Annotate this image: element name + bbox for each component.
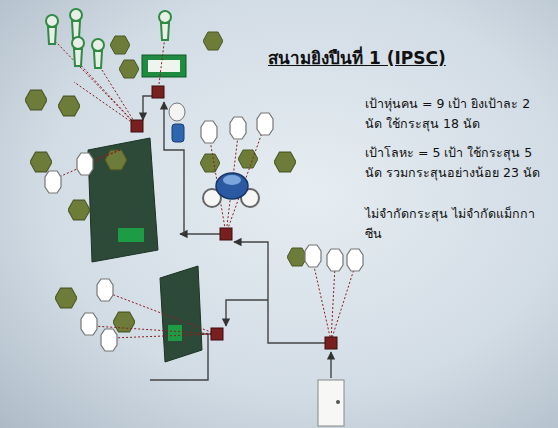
target-drum-top [223, 175, 241, 185]
fire-line [331, 266, 355, 341]
hex-obstacle [200, 154, 220, 172]
popper-target [70, 9, 82, 38]
popper-target [46, 15, 58, 44]
shooting-box [211, 328, 223, 340]
hex-obstacle [110, 36, 130, 54]
wall-mark [168, 325, 182, 341]
target-drum [216, 173, 248, 199]
paper-target [81, 313, 97, 335]
hex-obstacle [25, 90, 47, 110]
paper-target [101, 329, 117, 351]
fire-line [74, 82, 137, 126]
note-text: เป้าหุ่นคน = 9 เป้า ยิงเป้าละ 2 นัด ใช้ก… [365, 94, 547, 134]
wall-panel [160, 266, 202, 362]
hex-obstacle [105, 150, 127, 170]
top-box-inner [148, 60, 180, 72]
door-handle [336, 400, 340, 404]
paper-target [327, 249, 343, 271]
popper-target [159, 11, 171, 40]
fire-line [313, 262, 331, 341]
paper-target [230, 117, 246, 139]
hex-obstacle [287, 248, 307, 266]
fire-line [54, 40, 137, 126]
barrel [172, 124, 184, 142]
paper-target [77, 153, 93, 175]
fire-line [331, 266, 335, 341]
walk-line [164, 102, 184, 234]
fire-lines [52, 36, 355, 341]
hex-obstacle [203, 32, 223, 50]
wall-panel [88, 138, 158, 262]
walk-line [330, 352, 331, 378]
paper-target [257, 113, 273, 135]
fire-line [158, 36, 165, 92]
popper-target [72, 37, 84, 66]
fire-line [76, 60, 137, 126]
metal-targets [46, 9, 171, 68]
obstacles [25, 32, 307, 332]
paper-target [201, 121, 217, 143]
shooting-box [131, 120, 143, 132]
walk-line [226, 300, 268, 326]
shooting-box [325, 337, 337, 349]
walk-line [143, 96, 152, 120]
moving-target [203, 173, 259, 207]
paper-target [45, 171, 61, 193]
wall-mark [118, 228, 144, 242]
paper-target [97, 279, 113, 301]
note-text: เป้าโลหะ = 5 เป้า ใช้กระสุน 5 นัด รวมกระ… [365, 143, 547, 183]
barrel [169, 103, 185, 121]
hex-obstacle [30, 152, 52, 172]
paper-targets [45, 113, 363, 351]
shooting-box [220, 228, 232, 240]
walkway [143, 96, 331, 380]
hex-obstacle [55, 288, 77, 308]
walk-line [180, 233, 220, 234]
paper-target [305, 245, 321, 267]
top-box [142, 55, 186, 77]
slide-title: สนามยิงปืนที่ 1 (IPSC) [268, 44, 446, 71]
hex-obstacle [68, 200, 90, 220]
fire-line [112, 334, 216, 338]
shooting-boxes [131, 86, 337, 349]
shooting-box [152, 86, 164, 98]
hex-obstacle [119, 60, 139, 78]
walk-line [234, 242, 325, 343]
fire-line [52, 150, 120, 180]
hex-obstacle [58, 96, 80, 116]
start-door [318, 380, 344, 426]
hex-obstacle [238, 150, 258, 168]
fire-line [97, 62, 137, 126]
hex-obstacle [274, 152, 296, 172]
popper-target [92, 39, 104, 68]
note-text: ไม่จำกัดกระสุน ไม่จำกัดแม็กกาซีน [365, 204, 547, 244]
paper-target [347, 249, 363, 271]
